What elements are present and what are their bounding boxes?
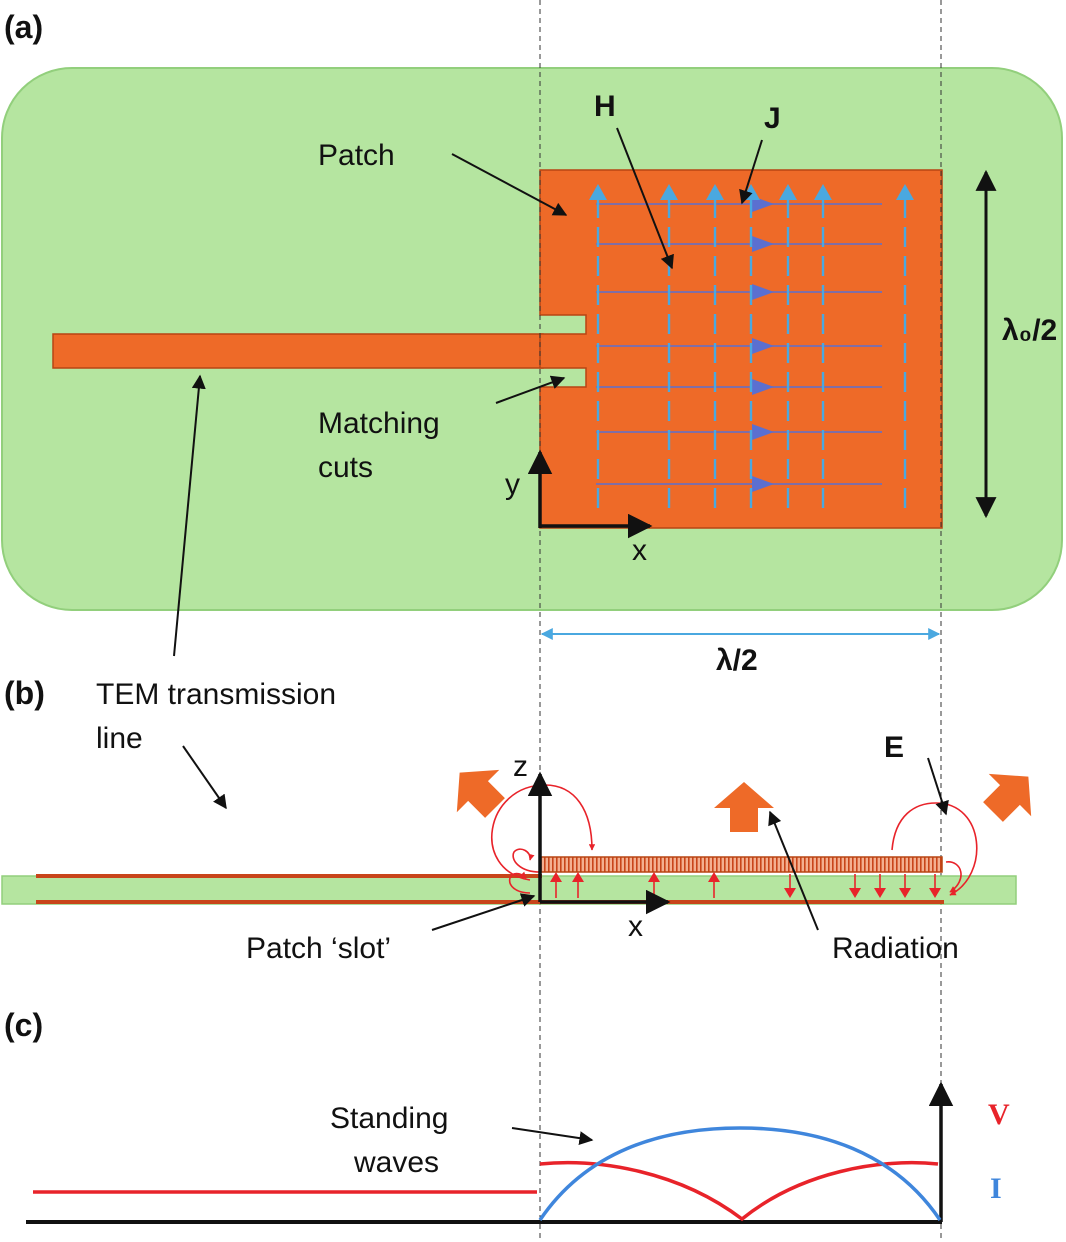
radiation-pointer — [768, 810, 819, 931]
h-line-arrowhead — [752, 284, 774, 300]
x-axis-b-label: x — [628, 910, 643, 943]
patch-slot-label: Patch ‘slot’ — [246, 932, 391, 965]
current-standing-wave — [538, 1126, 942, 1221]
j-line-arrowhead — [896, 184, 914, 200]
e-arrow-down-head — [784, 888, 796, 898]
j-line-arrowhead — [814, 184, 832, 200]
tem-pointer-down — [182, 745, 227, 810]
h-pointer — [616, 127, 674, 270]
panel-label-b: (b) — [4, 675, 45, 711]
current-lines — [589, 184, 914, 508]
e-pointer — [927, 757, 949, 816]
v-label: V — [988, 1098, 1010, 1131]
tem-label-line2: line — [96, 722, 143, 755]
h-field-lines — [596, 196, 882, 492]
panel-label-c: (c) — [4, 1007, 43, 1043]
x-axis-label: x — [632, 534, 647, 567]
e-arrow-down-head — [849, 888, 861, 898]
e-arrow-up-head — [572, 872, 584, 882]
e-arrow-down-head — [899, 888, 911, 898]
j-line-arrowhead — [779, 184, 797, 200]
matching-label-line2: cuts — [318, 451, 373, 484]
j-line-arrowhead — [589, 184, 607, 200]
e-arrow-down-head — [929, 888, 941, 898]
standing-pointer — [511, 1127, 594, 1146]
fringe-loop-left-small — [508, 871, 531, 894]
z-axis-label: z — [513, 750, 528, 783]
tem-label-line1: TEM transmission — [96, 678, 336, 711]
j-line-arrowhead — [706, 184, 724, 200]
matching-pointer — [495, 375, 566, 404]
patch-label: Patch — [318, 139, 395, 172]
h-line-arrowhead — [752, 338, 774, 354]
e-arrow-up-head — [550, 872, 562, 882]
h-line-arrowhead — [752, 424, 774, 440]
matching-label-line1: Matching — [318, 407, 440, 440]
i-label: I — [990, 1172, 1002, 1205]
e-arrow-down-head — [874, 888, 886, 898]
h-line-arrowhead — [752, 476, 774, 492]
fringe-loop-left-inner — [512, 848, 541, 873]
radiation-arrow-right — [983, 773, 1032, 822]
j-label: J — [764, 102, 781, 135]
e-label: E — [884, 731, 904, 764]
radiation-arrow-left — [456, 769, 505, 818]
patch-antenna — [539, 169, 943, 529]
matching-cut-top — [541, 316, 585, 333]
radiation-arrow-center — [714, 782, 774, 832]
fringe-loop-right-inner — [945, 861, 962, 893]
e-arrow-up-head — [708, 872, 720, 882]
panel-label-a: (a) — [4, 9, 43, 45]
radiation-label: Radiation — [832, 932, 959, 965]
h-line-arrowhead — [752, 379, 774, 395]
patch-pointer — [451, 153, 568, 216]
patch-slot-pointer — [431, 893, 536, 931]
y-axis-label: y — [505, 468, 520, 501]
standing-label-line2: waves — [353, 1146, 439, 1179]
e-arrow-up-head — [648, 872, 660, 882]
j-pointer — [739, 139, 763, 205]
j-line-arrowhead — [660, 184, 678, 200]
lambda-label: λ/2 — [716, 644, 758, 677]
lambda0-label: λ₀/2 — [1002, 314, 1057, 347]
h-line-arrowhead — [752, 236, 774, 252]
patch-cross-section — [540, 856, 943, 873]
standing-label-line1: Standing — [330, 1102, 448, 1135]
voltage-standing-wave — [539, 1160, 939, 1222]
tem-pointer-up — [173, 374, 206, 657]
feed-line — [52, 333, 544, 369]
h-label: H — [594, 90, 616, 123]
